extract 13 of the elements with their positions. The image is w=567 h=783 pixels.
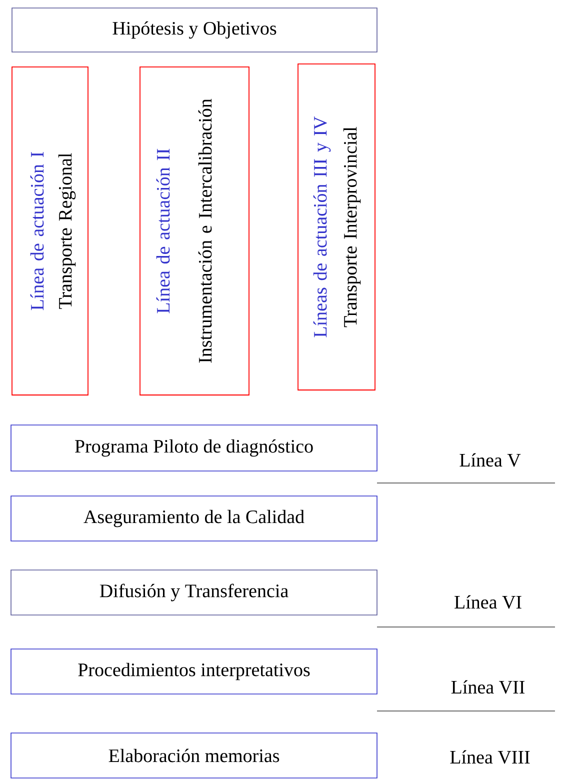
line-label: Línea VII bbox=[451, 680, 525, 694]
line-label: Línea VI bbox=[454, 595, 522, 609]
text-box: Hipótesis y Objetivos bbox=[12, 8, 378, 52]
text-box: Programa Piloto de diagnóstico bbox=[10, 424, 378, 472]
text-box: Aseguramiento de la Calidad bbox=[10, 496, 378, 542]
line-label: Línea VIII bbox=[450, 750, 530, 764]
text-box: Procedimientos interpretativos bbox=[10, 648, 378, 694]
vertical-box: Líneas de actuación III y IV Transporte Interprovincial bbox=[298, 64, 376, 390]
vertical-box: Línea de actuación II Instrumentación e Intercalibración bbox=[140, 66, 250, 396]
vertical-box: Línea de actuación I Transporte Regional bbox=[12, 66, 88, 396]
line-label: Línea V bbox=[460, 453, 521, 467]
text-box: Difusión y Transferencia bbox=[10, 570, 378, 616]
text-box: Elaboración memorias bbox=[10, 732, 378, 778]
